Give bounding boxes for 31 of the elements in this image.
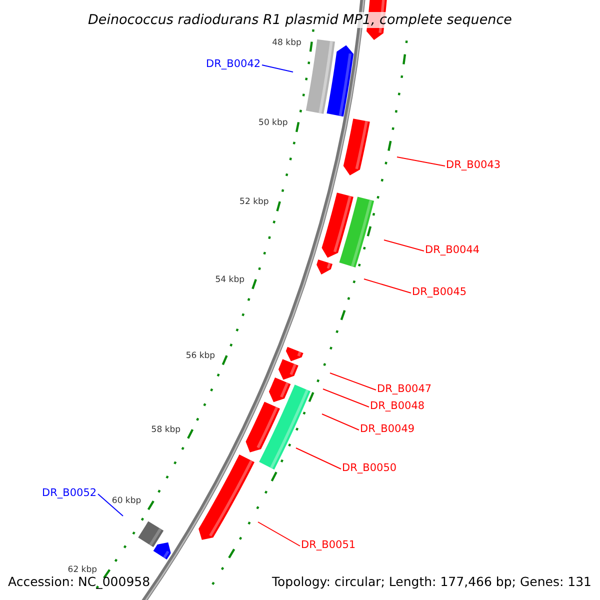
- gene-label: DR_B0051: [301, 539, 356, 551]
- gene-label: DR_B0047: [377, 383, 432, 395]
- scale-label: 48 kbp: [272, 38, 302, 48]
- gene-label: DR_B0052: [42, 487, 97, 499]
- gene-label: DR_B0042: [206, 58, 261, 70]
- gene-label: DR_B0044: [425, 244, 480, 256]
- leader-line: [322, 388, 370, 408]
- leader-line: [322, 414, 360, 430]
- footer-text: Accession: NC_000958: [8, 574, 150, 589]
- scale-label: 58 kbp: [151, 424, 181, 435]
- gene-label: DR_B0049: [360, 423, 415, 435]
- leader-line: [262, 64, 294, 72]
- footer-text: Topology: circular; Length: 177,466 bp; Genes: 131: [272, 574, 592, 589]
- scale-label: 54 kbp: [215, 275, 244, 286]
- scale-label: 56 kbp: [186, 351, 216, 362]
- scale-label: 52 kbp: [240, 197, 269, 208]
- leader-line: [98, 494, 124, 516]
- leader-line: [258, 522, 300, 546]
- scale-label: 50 kbp: [258, 118, 288, 128]
- leader-line: [384, 240, 424, 252]
- diagram-title: Deinococcus radiodurans R1 plasmid MP1, complete sequence: [88, 12, 512, 28]
- scale-label: 62 kbp: [68, 564, 98, 575]
- scale-label: 60 kbp: [112, 496, 142, 506]
- leader-line: [330, 372, 376, 390]
- leader-line: [296, 448, 342, 470]
- gene-label: DR_B0048: [370, 400, 425, 412]
- leader-line: [364, 278, 412, 294]
- gene-label: DR_B0050: [342, 462, 397, 474]
- gene-label: DR_B0045: [412, 286, 467, 298]
- leader-line: [396, 156, 446, 166]
- gene-label: DR_B0043: [446, 159, 501, 171]
